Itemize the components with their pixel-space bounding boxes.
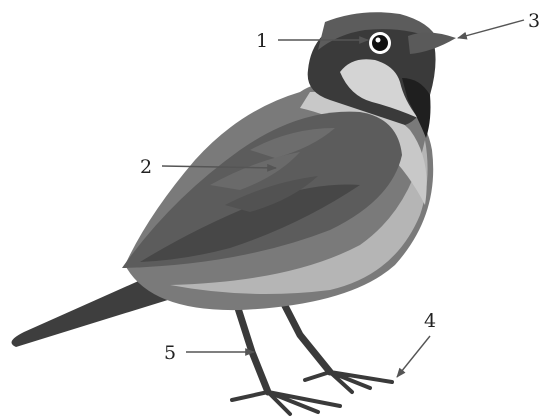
leader-line-3 <box>458 20 524 38</box>
label-4: 4 <box>424 310 436 332</box>
label-3: 3 <box>528 10 540 32</box>
label-2: 2 <box>140 156 152 178</box>
label-5: 5 <box>164 342 176 364</box>
label-1: 1 <box>256 30 268 52</box>
front-leg <box>232 302 340 414</box>
back-leg <box>282 300 392 392</box>
eye <box>369 32 391 54</box>
leader-line-4 <box>397 336 430 377</box>
